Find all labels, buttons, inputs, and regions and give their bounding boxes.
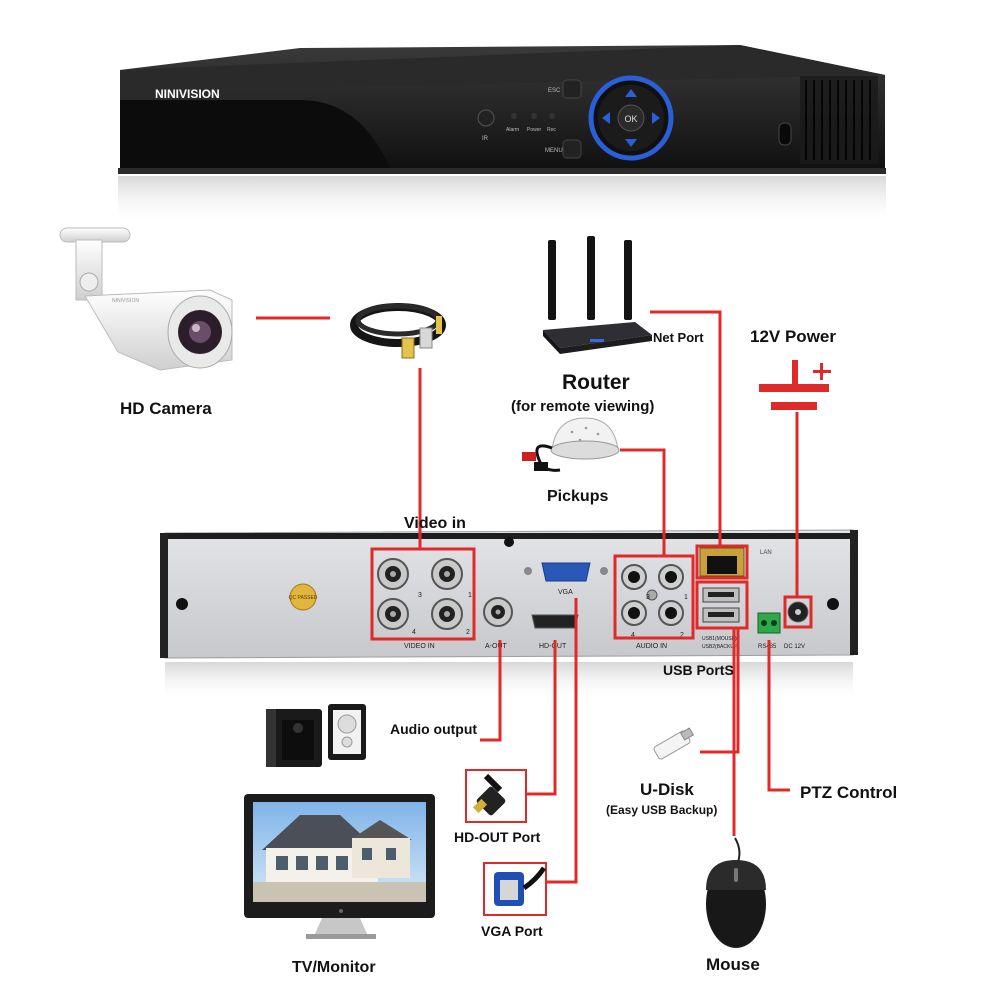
dc-highlight	[783, 595, 813, 629]
bnc-cable-image	[350, 303, 446, 359]
rs485-terminal	[757, 612, 781, 634]
audio-output-label: Audio output	[390, 721, 477, 737]
power-label: Power	[527, 127, 542, 133]
tv-monitor-label: TV/Monitor	[292, 959, 376, 976]
dvr-rear-panel: QC PASSED 3 1 4 2 VIDEO IN A-OUT VGA HD-…	[160, 529, 858, 702]
video-ch4-label: 4	[412, 629, 416, 636]
line-usb-to-udisk	[700, 628, 740, 754]
aout-silk: A-OUT	[485, 643, 508, 650]
esc-label: ESC	[548, 88, 561, 94]
vga-port-label: VGA Port	[481, 923, 543, 939]
rec-led	[549, 113, 555, 119]
mouse-image	[706, 837, 766, 948]
front-vent	[805, 80, 871, 160]
vga-plug-image	[483, 862, 547, 916]
audio-ch4-label: 4	[631, 632, 635, 639]
vga-silk: VGA	[558, 589, 573, 596]
line-rs485-to-ptz	[767, 640, 790, 792]
qc-sticker-text: QC PASSED	[289, 595, 318, 601]
usb1-silk: USB1(MOUSE)	[702, 636, 737, 642]
qc-sticker: QC PASSED	[289, 583, 318, 611]
hdmi-port	[531, 614, 579, 629]
net-port-label: Net Port	[653, 330, 704, 345]
nav-down-arrow-icon[interactable]	[625, 139, 637, 147]
router-image	[543, 236, 652, 354]
vga-port	[541, 562, 591, 582]
ok-label: OK	[624, 114, 637, 124]
alarm-label: Alarm	[506, 127, 519, 133]
line-router-to-lan	[650, 310, 722, 548]
hdout-port-label: HD-OUT Port	[454, 829, 541, 845]
ir-sensor	[477, 109, 495, 127]
video-ch3-label: 3	[418, 592, 422, 599]
brand-logo: NINIVISION	[155, 87, 220, 101]
video-in-bnc-group: 3 1 4 2 VIDEO IN	[377, 558, 472, 650]
video-ch2-label: 2	[466, 629, 470, 636]
lan-silk: LAN	[760, 550, 772, 556]
speakers-image	[266, 704, 366, 767]
alarm-led	[511, 113, 517, 119]
menu-label: MENU	[545, 148, 563, 154]
mouse-label: Mouse	[706, 955, 760, 974]
line-vga-to-plug	[546, 598, 578, 884]
line-aout-to-speakers	[480, 640, 502, 742]
u-disk-label: U-Disk	[640, 780, 694, 799]
hdmi-plug-image	[465, 769, 527, 823]
hd-camera-label: HD Camera	[120, 399, 212, 418]
nav-right-arrow-icon[interactable]	[652, 112, 660, 124]
video-in-silk: VIDEO IN	[404, 643, 435, 650]
pickups-label: Pickups	[547, 488, 608, 505]
audio-ch3-label: 3	[646, 594, 650, 601]
video-in-highlight	[370, 547, 476, 641]
router-label: Router	[562, 371, 630, 394]
usb-disk-image	[653, 727, 695, 760]
dvr-front-unit: NINIVISION IR Alarm Power Rec ESC MENU O…	[118, 45, 886, 226]
audio-ch1-label: 1	[684, 594, 688, 601]
power-symbol-icon	[759, 360, 831, 410]
ok-button[interactable]	[617, 104, 645, 132]
power-led	[531, 113, 537, 119]
ptz-control-label: PTZ Control	[800, 783, 897, 802]
power-12v-label: 12V Power	[750, 327, 836, 346]
video-in-label: Video in	[404, 515, 466, 532]
nav-left-arrow-icon[interactable]	[602, 112, 610, 124]
connector-lines	[256, 310, 813, 884]
video-ch1-label: 1	[468, 592, 472, 599]
audio-ch2-label: 2	[680, 632, 684, 639]
esc-button[interactable]	[562, 79, 582, 99]
audio-in-highlight	[613, 554, 695, 640]
audio-in-silk: AUDIO IN	[636, 643, 667, 650]
line-hdmi-to-plug	[526, 640, 557, 796]
line-pickups-to-audioin	[620, 448, 666, 556]
front-usb-port	[778, 122, 792, 146]
hd-camera-image: NINIVISION	[59, 227, 233, 371]
ir-label: IR	[482, 136, 489, 142]
nav-up-arrow-icon[interactable]	[625, 89, 637, 97]
lan-highlight	[695, 544, 749, 580]
usb-highlight	[695, 580, 749, 630]
hdout-silk: HD-OUT	[539, 643, 567, 650]
dc12v-silk: DC 12V	[784, 644, 805, 650]
camera-brand-text: NINIVISION	[112, 298, 139, 304]
u-disk-sub-label: (Easy USB Backup)	[606, 803, 717, 817]
tv-monitor-image	[244, 794, 435, 939]
audio-in-rca-group: 3 1 4 2 AUDIO IN	[621, 564, 688, 650]
router-sub-label: (for remote viewing)	[511, 398, 654, 415]
usb2-silk: USB2(BACKUP)	[702, 644, 739, 650]
usb-ports-label: USB PortS	[663, 662, 734, 678]
pickup-microphone-image	[522, 417, 620, 472]
rec-label: Rec	[547, 127, 556, 133]
menu-button[interactable]	[562, 139, 582, 159]
